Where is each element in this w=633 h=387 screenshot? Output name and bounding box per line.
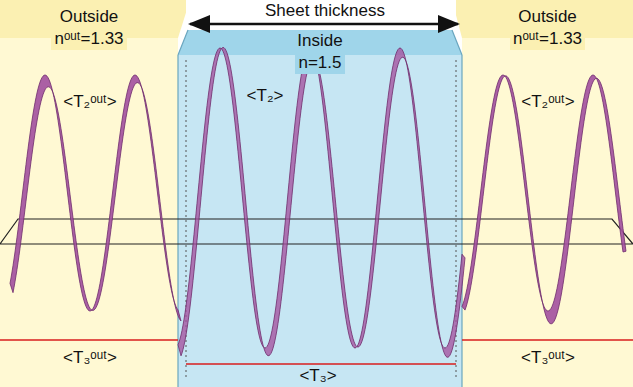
outside-region — [462, 0, 633, 387]
transmission-label: <T₂ᵒᵘᵗ> — [60, 92, 120, 112]
sheet-edge — [461, 55, 462, 387]
background — [186, 0, 456, 30]
region-name: Outside — [515, 6, 580, 28]
transmission-label: <T₃ᵒᵘᵗ> — [60, 348, 120, 368]
refractive-index: nᵒᵘᵗ=1.33 — [510, 28, 585, 50]
transmission-label: <T₃> — [296, 366, 339, 386]
transmission-label: <T₂> — [244, 86, 287, 106]
sheet-edge — [177, 55, 178, 387]
sheet-edge — [178, 30, 188, 55]
reference-plane — [0, 219, 633, 244]
transmission-label: <T₂ᵒᵘᵗ> — [518, 92, 578, 112]
refractive-index: n=1.5 — [295, 52, 344, 74]
region: Outsidenᵒᵘᵗ=1.33 — [0, 6, 178, 381]
sheet-region — [178, 55, 462, 387]
dimension-arrow — [190, 23, 458, 26]
baseline — [0, 339, 178, 341]
sheet-edge — [452, 30, 462, 55]
region-name: Outside — [57, 6, 122, 28]
wave-ribbon — [178, 47, 465, 357]
baseline — [462, 339, 633, 341]
dimension-label: Sheet thickness — [262, 1, 388, 21]
refractive-index: nᵒᵘᵗ=1.33 — [51, 28, 126, 50]
region-name: Inside — [294, 30, 345, 52]
transmission-label: <T₃ᵒᵘᵗ> — [518, 348, 578, 368]
baseline — [186, 363, 456, 365]
wave-ribbon — [462, 75, 626, 324]
wave-ribbon — [10, 75, 181, 321]
region: Outsidenᵒᵘᵗ=1.33 — [462, 6, 633, 381]
region: Insiden=1.5 — [178, 30, 462, 360]
